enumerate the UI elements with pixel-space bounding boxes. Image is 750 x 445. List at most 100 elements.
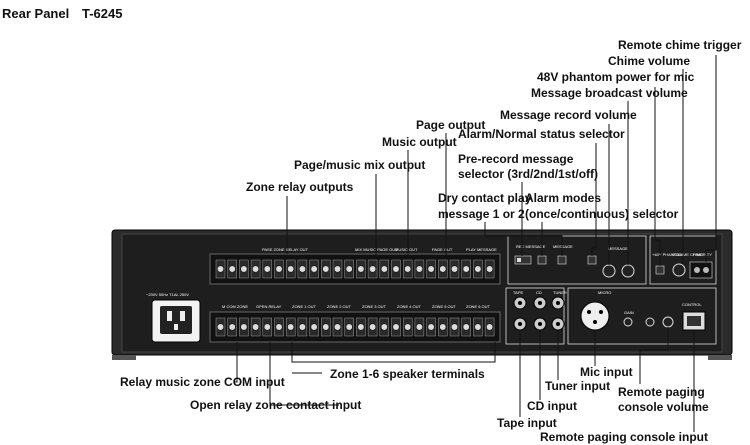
terminal-screw-icon: [310, 323, 318, 331]
terminal-screw-icon: [392, 265, 400, 273]
terminal-screw-icon: [357, 265, 365, 273]
remote-paging-volume-knob[interactable]: [662, 316, 674, 328]
terminal-screw-icon: [380, 265, 388, 273]
label-page-music-mix-output: Page/music mix output: [294, 158, 425, 172]
terminal-screw-icon: [357, 323, 365, 331]
terminal-screw-icon: [217, 323, 224, 331]
cd-label: CD: [536, 290, 542, 295]
terminal-screw-icon: [252, 265, 260, 273]
terminal-screw-icon: [240, 265, 248, 273]
zone4-out-label: ZONE 4 OUT: [397, 304, 422, 309]
terminal-screw-icon: [486, 265, 494, 273]
zone5-out-label: ZONE 5 OUT: [432, 304, 457, 309]
terminal-screw-icon: [451, 323, 458, 331]
terminal-screw-icon: [415, 265, 423, 273]
terminal-screw-icon: [322, 265, 330, 273]
terminal-screw-icon: [322, 323, 330, 331]
terminal-screw-icon: [275, 323, 283, 331]
terminal-screw-icon: [228, 323, 236, 331]
terminal-screw-icon: [486, 323, 494, 331]
prerecord-selector-switch[interactable]: [514, 255, 532, 265]
terminal-screw-icon: [404, 265, 412, 273]
message-broadcast-volume-knob[interactable]: [621, 264, 635, 278]
alarm-normal-switch[interactable]: [587, 255, 597, 265]
label-zone-relay-outputs: Zone relay outputs: [246, 180, 354, 194]
message2-label: MESSAGE: [608, 246, 628, 251]
zone2-out-label: ZONE 2 OUT: [327, 304, 352, 309]
terminal-screw-icon: [427, 323, 435, 331]
remote-chime-terminal[interactable]: [689, 261, 713, 279]
music-out-label: MUSIC OUT: [395, 247, 418, 252]
terminal-screw-icon: [404, 323, 412, 331]
label-alarm-modes-line2: (once/continuous) selector: [525, 207, 679, 221]
label-tuner-input: Tuner input: [545, 379, 610, 393]
page-out-label: PAGE OUT: [432, 247, 453, 252]
mix-out-label: MIX MUSIC PAGE OUT: [355, 247, 398, 252]
play-message-label: PLAY MESSAGE: [466, 247, 497, 252]
terminal-screw-icon: [439, 265, 447, 273]
label-prerecord-selector-line1: Pre-record message: [458, 152, 574, 166]
label-alarm-modes-line1: Alarm modes: [525, 191, 601, 205]
power-rating-label: ~230V 50Hz T1AL 250V: [146, 292, 189, 297]
header-model: T-6245: [82, 6, 122, 21]
label-mic-input: Mic input: [580, 365, 633, 379]
terminal-screw-icon: [334, 323, 341, 331]
chime-volume-knob[interactable]: [672, 263, 686, 277]
label-remote-paging-console-input: Remote paging console input: [540, 430, 708, 444]
label-prerecord-selector-line2: selector (3rd/2nd/1st/off): [458, 167, 598, 181]
top-terminal-strip: PASE ZONE RELAY OUT MIX MUSIC PAGE OUT M…: [209, 247, 501, 285]
terminal-screw-icon: [263, 265, 271, 273]
zone6-out-label: ZONE 6 OUT: [466, 304, 491, 309]
dry-contact-switch[interactable]: [557, 255, 567, 265]
terminal-screw-icon: [345, 323, 353, 331]
open-relay-label: OPEN RELAY: [256, 304, 282, 309]
label-relay-music-com-input: Relay music zone COM input: [120, 375, 285, 389]
gain-label: GAIN: [624, 310, 634, 315]
label-chime-volume: Chime volume: [608, 54, 690, 68]
terminal-screw-icon: [380, 323, 388, 331]
terminal-screw-icon: [462, 265, 470, 273]
terminal-screw-icon: [474, 323, 482, 331]
terminal-screw-icon: [287, 323, 295, 331]
label-music-output: Music output: [382, 135, 457, 149]
zone1-out-label: ZONE 1 OUT: [292, 304, 317, 309]
terminal-screw-icon: [217, 265, 224, 273]
label-zone-speaker-terminals: Zone 1-6 speaker terminals: [330, 367, 485, 381]
terminal-screw-icon: [252, 323, 260, 331]
terminal-screw-icon: [392, 323, 400, 331]
terminal-screw-icon: [334, 265, 341, 273]
power-section: ~230V 50Hz T1AL 250V: [146, 292, 201, 343]
leader-lines: [234, 55, 717, 432]
zone-relay-out-label: PASE ZONE RELAY OUT: [262, 247, 309, 252]
header-title: Rear Panel: [2, 6, 69, 21]
label-remote-chime-trigger: Remote chime trigger: [618, 38, 742, 52]
zone3-out-label: ZONE 3 OUT: [362, 304, 387, 309]
label-message-broadcast-volume: Message broadcast volume: [531, 86, 688, 100]
phantom-power-switch[interactable]: [655, 265, 665, 275]
label-dry-contact-line1: Dry contact play: [438, 191, 532, 205]
label-tape-input: Tape input: [497, 416, 557, 430]
control-label: CONTROL: [682, 302, 702, 307]
m-com-zone-label: M COM ZONE: [222, 304, 248, 309]
terminal-screw-icon: [275, 265, 283, 273]
terminal-screw-icon: [298, 265, 306, 273]
inputs-section: TAPE CD TUNER MICRO GAIN CONTROL: [505, 287, 717, 345]
terminal-screw-icon: [287, 265, 295, 273]
terminal-screw-icon: [427, 265, 435, 273]
micro-label: MICRO: [598, 290, 611, 295]
terminal-screw-icon: [263, 323, 271, 331]
terminal-screw-icon: [462, 323, 470, 331]
alarm-mode-switch[interactable]: [537, 255, 547, 265]
terminal-screw-icon: [240, 323, 248, 331]
terminal-screw-icon: [369, 323, 377, 331]
rec-message-label: REC MESSAGE: [516, 244, 546, 249]
mic-input-xlr[interactable]: [580, 301, 610, 331]
message-record-volume-knob[interactable]: [602, 264, 616, 278]
terminal-screw-icon: [474, 265, 482, 273]
tape-label: TAPE: [513, 290, 523, 295]
chime-label: VOLUME CHIME: [672, 252, 703, 257]
label-dry-contact-line2: message 1 or 2: [438, 207, 525, 221]
callout-labels: Remote chime trigger Chime volume 48V ph…: [120, 38, 742, 444]
terminal-screw-icon: [345, 265, 353, 273]
label-message-record-volume: Message record volume: [500, 108, 637, 122]
